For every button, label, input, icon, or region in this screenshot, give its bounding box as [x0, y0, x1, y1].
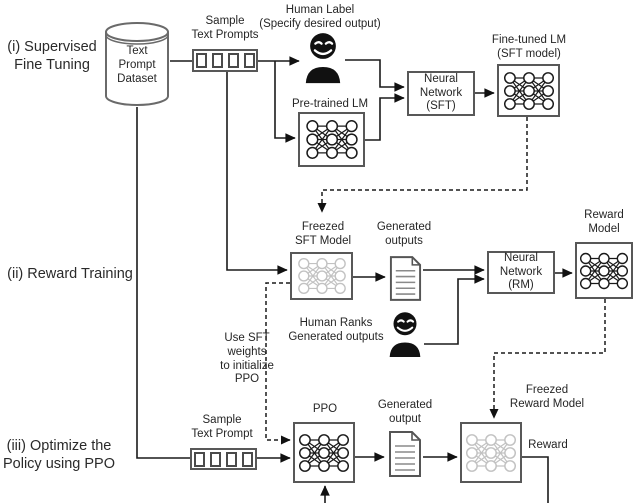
generated-output-label: Generated output [377, 399, 433, 425]
document-icon [387, 430, 423, 478]
sample-prompts-box [192, 49, 258, 72]
prompt-slot [243, 53, 255, 68]
reward-model-box [575, 242, 633, 299]
neural-network-icon [298, 431, 350, 475]
prompt-slot [194, 451, 205, 467]
use-sft-weights-note: Use SFT weights to initialize PPO [220, 332, 274, 386]
neural-network-icon [503, 71, 555, 111]
section-label-supervised-fine-tuning: (i) Supervised Fine Tuning [7, 39, 97, 74]
human-ranker-icon [386, 311, 424, 357]
prompt-slot [195, 53, 207, 68]
dataset-label: Text Prompt Dataset [117, 45, 157, 85]
section-label-reward-training: (ii) Reward Training [7, 266, 133, 282]
pretrained-lm-box [298, 112, 365, 167]
neural-network-sft-label: Neural Network (SFT) [419, 72, 463, 113]
section-label-optimize-policy-ppo: (iii) Optimize the Policy using PPO [2, 438, 116, 473]
finetuned-lm-label: Fine-tuned LM (SFT model) [491, 34, 567, 60]
ppo-label: PPO [312, 403, 338, 415]
neural-network-sft-box: Neural Network (SFT) [407, 71, 475, 116]
pretrained-lm-label: Pre-trained LM [291, 98, 369, 110]
connector-dataset-to-prompt2 [136, 107, 190, 459]
generated-outputs-label: Generated outputs [376, 221, 432, 247]
database-cylinder-icon [105, 22, 169, 106]
connector-reward-out [522, 456, 549, 503]
text-prompt-dataset: Text Prompt Dataset [104, 21, 170, 107]
finetuned-lm-box [497, 64, 560, 117]
prompt-slot [226, 451, 237, 467]
neural-network-rm-box: Neural Network (RM) [487, 251, 555, 294]
reward-output-label: Reward [528, 439, 568, 451]
connector-humanranks-to-nnrm [424, 274, 485, 345]
connector-human-to-nnsft [345, 59, 405, 92]
freezed-sft-box [290, 252, 353, 300]
human-ranks-label: Human Ranks Generated outputs [288, 317, 384, 343]
sample-prompt2-label: Sample Text Prompt [191, 414, 253, 440]
document-icon [388, 254, 423, 303]
ppo-box [293, 422, 355, 483]
prompt-slot [210, 451, 221, 467]
human-labeler-icon [302, 31, 344, 84]
sample-prompt2-box [190, 448, 257, 470]
sample-prompts-label: Sample Text Prompts [191, 15, 259, 41]
neural-network-icon [579, 250, 629, 292]
frozen-neural-network-icon [296, 257, 348, 295]
prompt-slot [227, 53, 239, 68]
freezed-sft-label: Freezed SFT Model [294, 221, 352, 247]
neural-network-icon [305, 119, 359, 160]
frozen-neural-network-icon [465, 431, 517, 475]
freezed-reward-model-box [460, 422, 522, 483]
human-label-caption: Human Label (Specify desired output) [259, 4, 381, 30]
neural-network-rm-label: Neural Network (RM) [499, 251, 543, 292]
freezed-reward-model-label: Freezed Reward Model [509, 384, 585, 410]
prompt-slot [242, 451, 253, 467]
connector-prompts1-to-freezedsft [226, 72, 288, 275]
prompt-slot [211, 53, 223, 68]
reward-model-label: Reward Model [584, 209, 624, 235]
